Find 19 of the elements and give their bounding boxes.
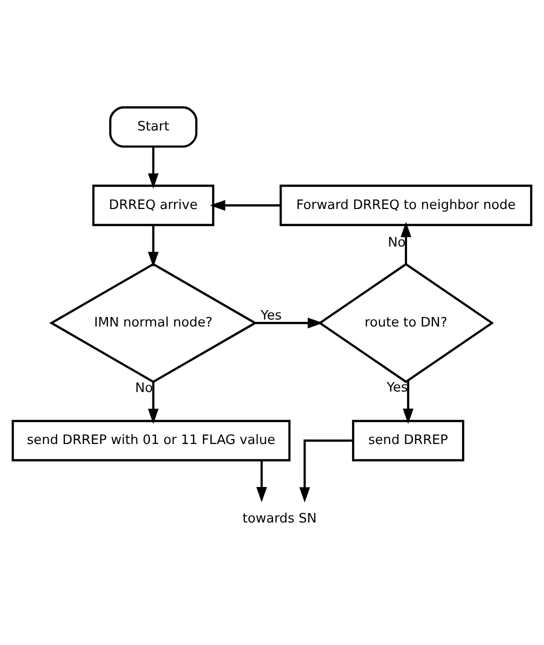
arrow	[148, 224, 159, 267]
arrow	[256, 460, 267, 502]
arrow	[255, 317, 324, 328]
arrow	[148, 381, 159, 424]
edge-label: No	[388, 234, 406, 250]
node-box: DRREQ arrive	[92, 184, 214, 226]
node-box: Start	[109, 106, 198, 148]
node-text: towards SN	[242, 510, 317, 526]
arrow	[299, 439, 354, 502]
node-box: send DRREP	[352, 419, 464, 461]
arrow	[210, 200, 280, 210]
node-box: Forward DRREQ to neighbor node	[280, 184, 532, 226]
edge-label: Yes	[260, 308, 282, 323]
node-box: send DRREP with 01 or 11 FLAG value	[12, 419, 291, 461]
node-diamond: route to DN?	[318, 262, 494, 383]
arrow	[402, 380, 414, 424]
node-diamond: IMN normal node?	[49, 262, 258, 383]
arrow	[148, 146, 159, 188]
arrow	[400, 221, 412, 264]
